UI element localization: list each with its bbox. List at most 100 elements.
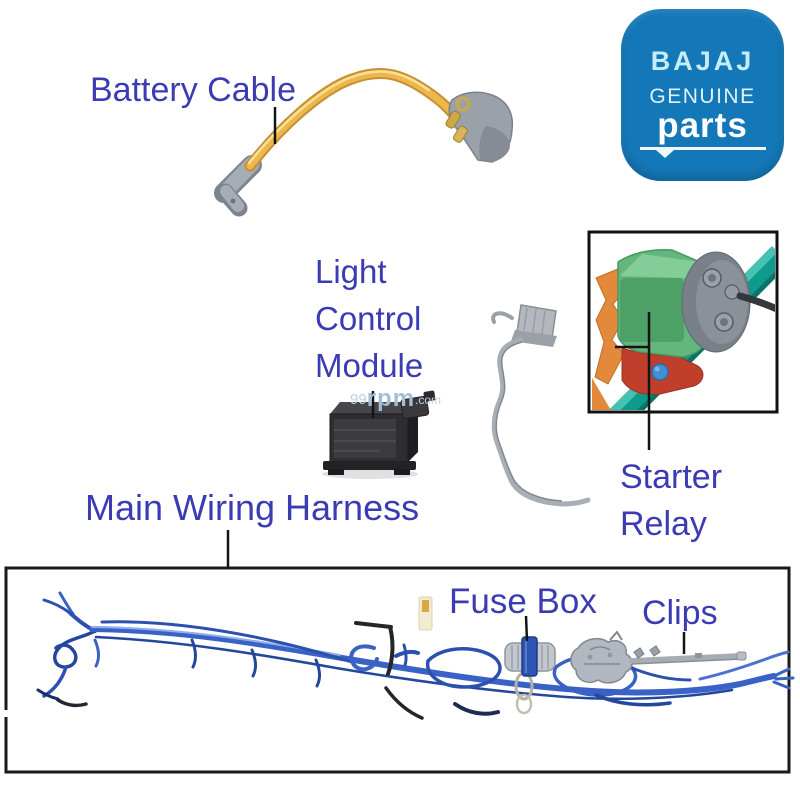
clips-cluster-detail — [589, 646, 611, 651]
harness-grommet — [515, 693, 533, 715]
label-starter-relay-line2: Relay — [620, 505, 707, 543]
border-gap — [2, 710, 10, 717]
light-control-module-illustration — [322, 390, 436, 479]
harness-trunk — [89, 626, 777, 696]
clip — [695, 653, 702, 658]
clips-cluster-dot — [587, 654, 593, 660]
clips-cluster-spike — [609, 630, 623, 641]
harness-wire — [42, 598, 72, 615]
harness-strand — [698, 650, 790, 681]
module-foot — [394, 469, 410, 475]
fuse-box-blue-band — [521, 636, 538, 677]
harness-branch — [250, 648, 257, 678]
harness-fork — [774, 676, 795, 681]
harness-wire — [36, 688, 60, 701]
harness-branch — [630, 666, 692, 682]
label-clips: Clips — [642, 594, 718, 632]
clips-cluster-dot — [607, 652, 613, 658]
module-panel — [334, 419, 396, 458]
harness-loop — [425, 647, 502, 689]
connector-rib — [523, 307, 528, 331]
clips-rod — [629, 653, 745, 664]
brass-ring — [445, 110, 461, 129]
pointer-lines — [226, 107, 686, 654]
connector-flange — [511, 330, 557, 347]
relay-terminal-bolt — [724, 284, 740, 300]
relay-black-cable — [736, 292, 775, 313]
clip — [649, 645, 661, 657]
clip — [633, 647, 645, 659]
battery-cable-right-boot-face — [479, 126, 511, 162]
yellow-connector-illustration — [418, 596, 433, 631]
label-light-control-module-line2: Control — [315, 300, 422, 337]
watermark-name: rpm — [366, 385, 416, 412]
harness-branch — [190, 638, 197, 669]
clips-cluster-body — [570, 637, 633, 684]
battery-cable-illustration — [214, 68, 514, 217]
connector-hook — [491, 311, 514, 324]
pointer-fuse-box — [524, 615, 529, 642]
harness-loop — [349, 644, 379, 672]
harness-black-wire — [354, 621, 393, 629]
fuse-box-illustration — [504, 636, 556, 677]
harness-connector-stub — [402, 643, 408, 667]
harness-trunk-strand — [94, 635, 734, 701]
module-connector-nub — [423, 390, 436, 402]
harness-fork — [772, 667, 791, 678]
harness-strand — [100, 620, 354, 664]
label-light-control-module-line3: Module — [315, 347, 424, 384]
yellow-connector-core — [422, 600, 429, 612]
label-light-control-module-line1: Light — [315, 253, 387, 290]
clips-rod-shade — [631, 658, 743, 665]
brass-loop — [455, 96, 471, 112]
connector-rib — [532, 308, 537, 333]
starter-relay-photo — [587, 230, 779, 414]
label-fuse-box: Fuse Box — [449, 582, 597, 621]
relay-cable-illustration — [491, 304, 591, 507]
brass-ring — [453, 125, 468, 143]
label-main-wiring-harness: Main Wiring Harness — [85, 487, 420, 528]
clips-cluster-illustration — [570, 630, 633, 684]
wiring-harness-illustration — [36, 591, 795, 720]
module-connector — [400, 395, 430, 419]
harness-dark-wire — [453, 702, 500, 716]
relay-terminal-bolt — [708, 274, 716, 282]
label-starter-relay: Starter Relay — [620, 454, 722, 548]
harness-branch — [314, 658, 321, 688]
relay-cable-wire — [491, 337, 591, 507]
orange-corner — [592, 378, 611, 410]
harness-dark-wire — [56, 698, 88, 708]
battery-cable-wire — [246, 70, 463, 170]
logo-underline — [639, 147, 766, 159]
module-base — [323, 461, 416, 470]
relay-terminal-bolt — [720, 318, 728, 326]
label-battery-cable: Battery Cable — [90, 71, 296, 109]
rod-end-cap — [736, 651, 747, 661]
label-light-control-module: Light Control Module — [315, 248, 423, 389]
relay-cable-shade — [495, 341, 563, 502]
boot-rivet — [230, 198, 236, 204]
relay-green-top — [620, 254, 700, 278]
module-foot — [328, 469, 344, 475]
harness-black-wire — [386, 625, 395, 676]
harness-fork — [772, 680, 791, 690]
watermark-suffix: .com — [415, 393, 442, 407]
harness-branch — [594, 693, 672, 707]
relay-green-face — [620, 278, 684, 342]
blue-bolt — [651, 363, 669, 381]
logo-underline-bar — [639, 147, 766, 150]
logo-underline-arrow-icon — [655, 150, 674, 158]
harness-black-wire — [384, 686, 424, 720]
bajaj-genuine-parts-logo: BAJAJ GENUINE parts — [621, 9, 784, 181]
watermark-prefix: 99 — [350, 391, 367, 408]
clips-rod-illustration — [629, 645, 747, 665]
logo-genuine-text: GENUINE — [649, 85, 756, 108]
logo-parts-text: parts — [657, 106, 748, 145]
harness-connector-stub — [394, 650, 420, 658]
logo-brand-text: BAJAJ — [650, 46, 755, 76]
connector-rib — [541, 310, 546, 335]
harness-wire — [93, 638, 100, 668]
battery-cable-left-foot — [220, 185, 244, 212]
